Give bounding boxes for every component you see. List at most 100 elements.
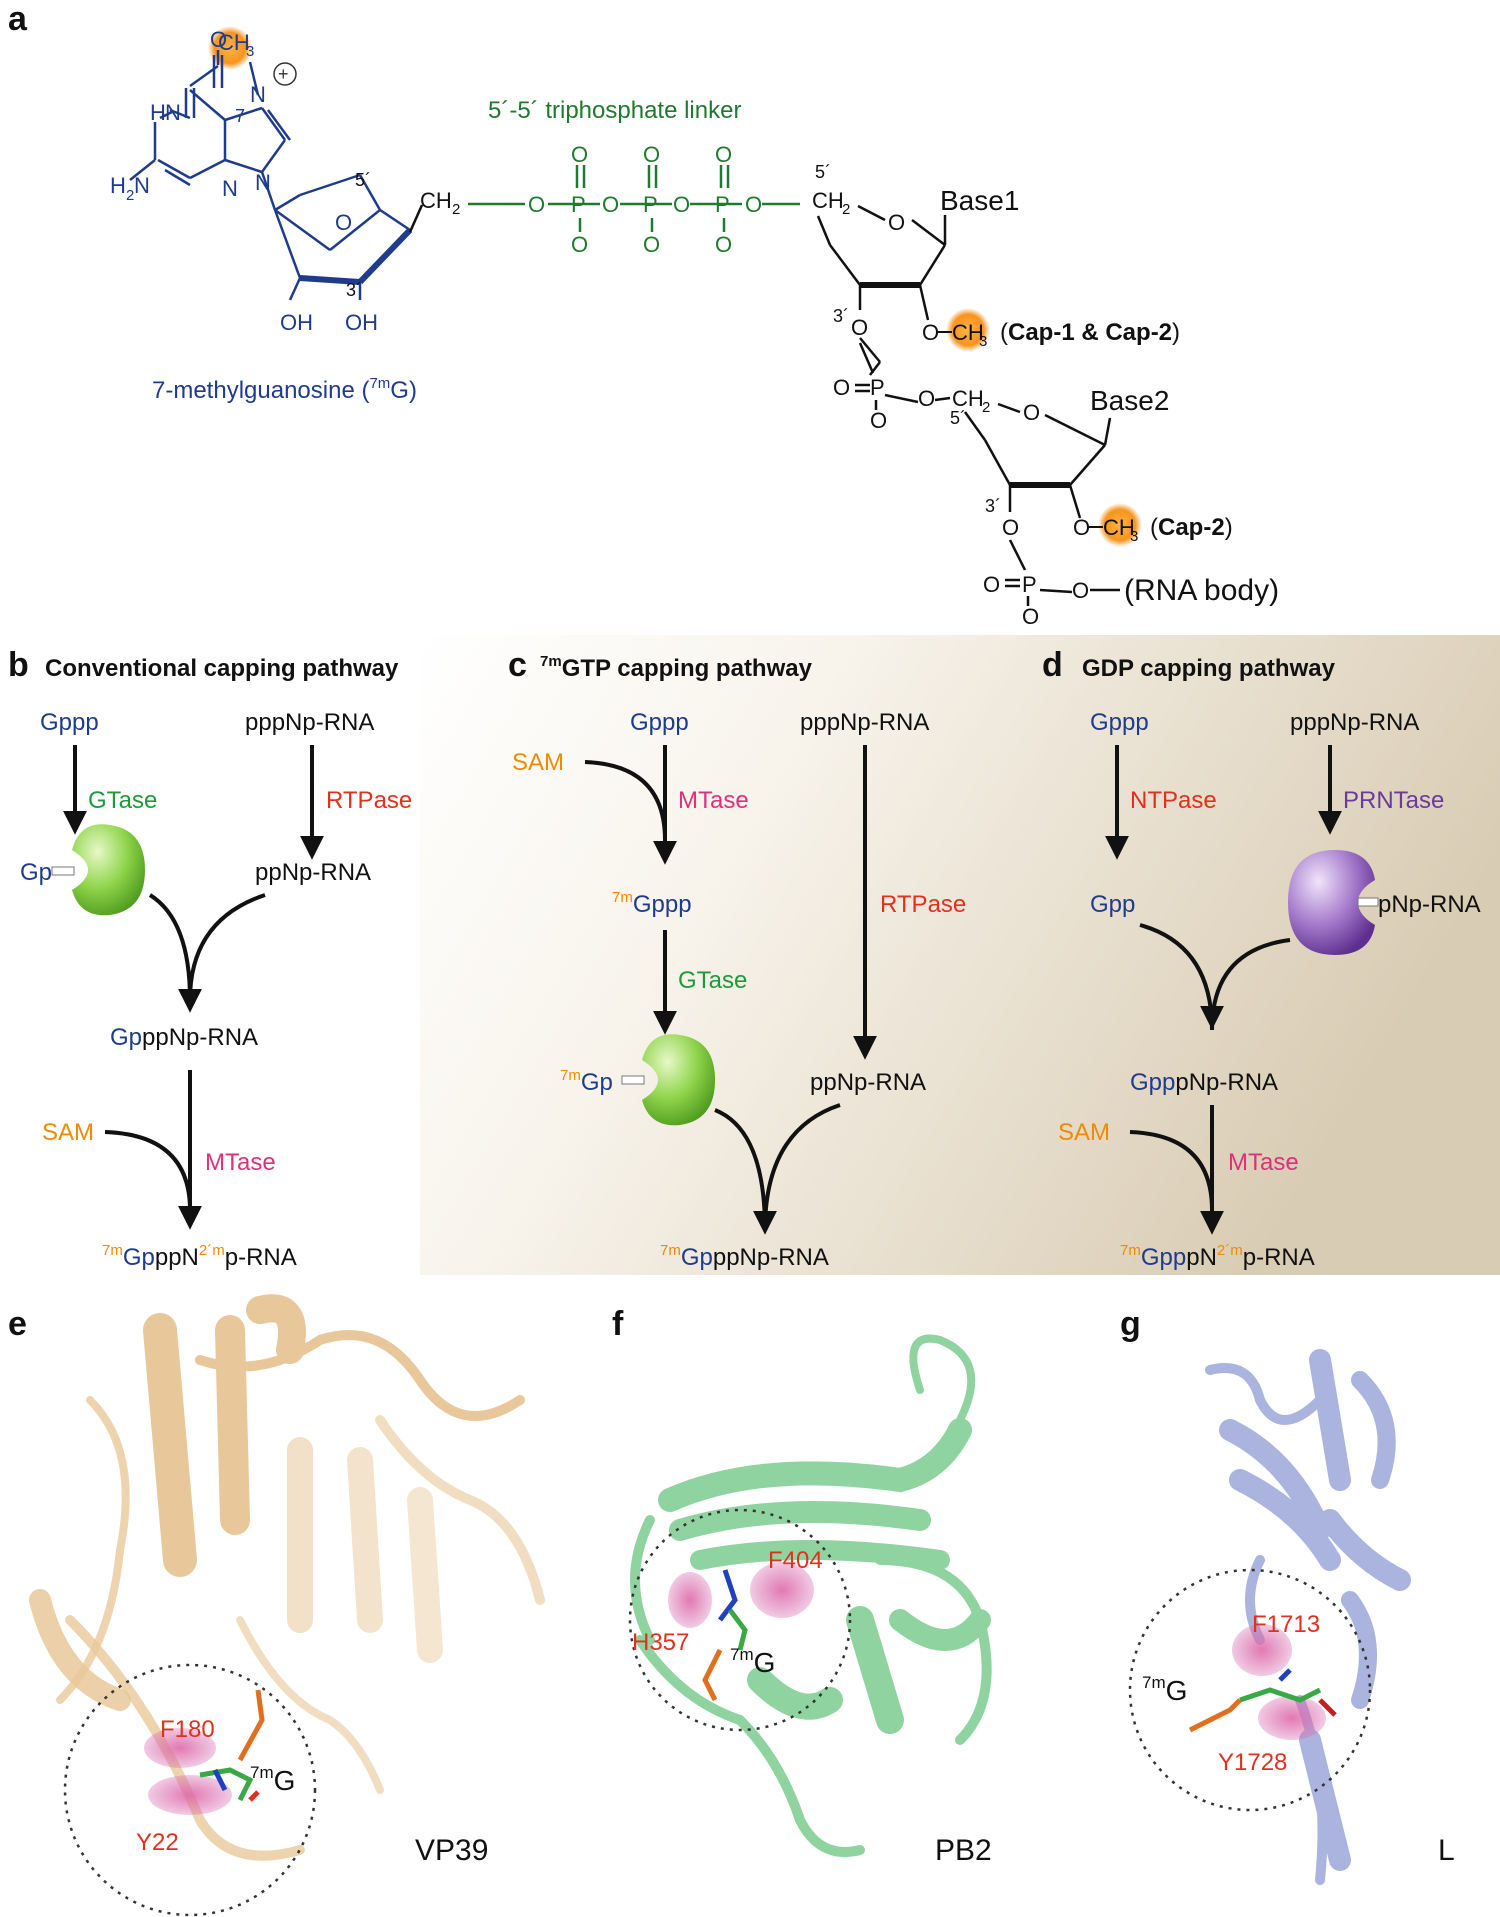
b-ppnp: ppNp-RNA <box>255 859 371 886</box>
b-sam-curve <box>104 1130 192 1211</box>
m7g-caption: 7-methylguanosine (7mG) <box>152 375 417 404</box>
c-m7gppp: 7mGppp <box>612 889 692 918</box>
atom-n1: N <box>165 100 181 125</box>
atom-ch3-sub: 3 <box>246 43 254 60</box>
atom-n9: N <box>255 170 271 195</box>
pb2-res-f404: F404 <box>768 1547 823 1574</box>
b-product1: GpppNp-RNA <box>110 1024 258 1051</box>
l-ligand-sticks <box>1188 1668 1337 1733</box>
pathway-background <box>420 635 1500 1275</box>
vp39-ligand-label: 7mG <box>250 1763 295 1796</box>
panel-d-title: GDP capping pathway <box>1082 655 1336 682</box>
atom-n3: N <box>222 176 238 201</box>
d-gpp: Gpp <box>1090 891 1135 918</box>
panel-e: e F180 Y22 7mG VP39 <box>8 1294 545 1917</box>
panel-g: g F1713 Y1728 7mG L <box>1120 1305 1455 1885</box>
atom-ring-o-n1: O <box>888 210 905 235</box>
n2-3prime: 3´ <box>985 496 1001 516</box>
b-rtpase: RTPase <box>326 787 412 814</box>
b-merge-right <box>188 893 266 1001</box>
atom-ch3-n2: CH <box>1103 515 1135 540</box>
panel-letter-a: a <box>8 0 28 38</box>
atom-h2n-n: N <box>134 173 150 198</box>
c-gtase-enzyme-icon <box>642 1034 715 1126</box>
rna-body-label: (RNA body) <box>1124 574 1279 607</box>
atom-ch3-n1-sub: 3 <box>979 333 987 350</box>
panel-c: c 7mGTP capping pathway Gppp pppNp-RNA S… <box>508 646 966 1271</box>
atom-o-double-p1: O <box>833 375 850 400</box>
panel-a: a <box>8 0 1279 629</box>
l-res-y1728: Y1728 <box>1218 1749 1287 1776</box>
panel-letter-g: g <box>1120 1305 1141 1343</box>
b-sam: SAM <box>42 1119 94 1146</box>
vp39-protein-name: VP39 <box>415 1834 488 1867</box>
pb2-ribbon <box>630 1334 992 1857</box>
panel-letter-b: b <box>8 646 29 684</box>
panel-letter-e: e <box>8 1305 27 1343</box>
d-sam: SAM <box>1058 1119 1110 1146</box>
atom-p-gamma: P <box>715 192 730 217</box>
b-gp: Gp <box>20 859 52 886</box>
l-y1728-surface <box>1258 1696 1326 1740</box>
c-mtase: MTase <box>678 787 749 814</box>
d-pnp-bond <box>1357 897 1379 907</box>
b-merge-left <box>148 893 192 1001</box>
d-prntase-enzyme-icon <box>1288 850 1375 955</box>
c-gtase: GTase <box>678 967 747 994</box>
l-binding-site-circle <box>1128 1568 1372 1812</box>
vp39-res-y22: Y22 <box>136 1829 179 1856</box>
c-m7gp: 7mGp <box>560 1067 613 1096</box>
atom-o-alpha: O <box>571 142 588 167</box>
l-protein-name: L <box>1438 1834 1455 1867</box>
l-ribbon <box>1205 1349 1411 1885</box>
vp39-ligand-sticks <box>199 1689 265 1802</box>
positive-charge-sign: + <box>278 64 289 84</box>
vp39-f180-surface <box>144 1728 216 1768</box>
triphosphate-atoms: O P O P O P O O O O O O O <box>528 142 762 257</box>
ribose-3prime: 3´ <box>346 280 362 300</box>
atom-ch3-n2-sub: 3 <box>1130 528 1138 545</box>
m7g-atoms: O N H N N 7 N H 2 N CH 3 O OH OH <box>110 27 378 335</box>
atom-ch2-linker: CH <box>420 188 452 213</box>
ribose-5prime: 5´ <box>355 170 371 190</box>
bond-c4-c5 <box>408 204 424 233</box>
phosphodiester1-bonds <box>855 342 951 410</box>
linker-label: 5´-5´ triphosphate linker <box>488 97 741 124</box>
atom-o-bridge3: O <box>673 192 690 217</box>
atom-p2: P <box>1022 572 1037 597</box>
cap2-annotation: (Cap-2) <box>1150 514 1233 541</box>
atom-o-gamma: O <box>715 142 732 167</box>
atom-ch3: CH <box>218 30 250 55</box>
b-final-product: 7mGpppN2´mp-RNA <box>102 1242 297 1271</box>
d-mtase: MTase <box>1228 1149 1299 1176</box>
atom-o-minus-p2: O <box>1022 604 1039 629</box>
c-gp-bond <box>621 1075 645 1085</box>
d-prntase: PRNTase <box>1343 787 1444 814</box>
atom-oh-3: OH <box>345 310 378 335</box>
cap12-annotation: (Cap-1 & Cap-2) <box>1000 319 1180 346</box>
atom-o2-n1: O <box>922 320 939 345</box>
triphosphate-bonds <box>468 165 800 232</box>
nucleotide2-bonds <box>963 402 1112 519</box>
d-product1: GpppNp-RNA <box>1130 1069 1278 1096</box>
vp39-res-f180: F180 <box>160 1716 215 1743</box>
c-pppnp: pppNp-RNA <box>800 709 929 736</box>
d-pnp: pNp-RNA <box>1378 891 1481 918</box>
atom-o-minus-gamma: O <box>715 232 732 257</box>
panel-c-title: 7mGTP capping pathway <box>540 653 813 682</box>
atom-ribose-o: O <box>335 210 352 235</box>
pb2-f404-surface <box>750 1562 814 1618</box>
atom-n7: N <box>250 82 266 107</box>
pb2-h357-surface <box>668 1572 712 1628</box>
nucleotide1-bonds <box>816 204 947 376</box>
atom-p-beta: P <box>643 192 658 217</box>
panel-letter-c: c <box>508 646 527 684</box>
n1-5prime: 5´ <box>815 162 831 182</box>
atom-o-beta: O <box>643 142 660 167</box>
atom-ch2-linker-sub: 2 <box>452 201 460 218</box>
phosphodiester2-bonds <box>1005 539 1120 606</box>
atom-o3-n1: O <box>851 315 868 340</box>
vp39-binding-site-circle <box>63 1663 317 1917</box>
